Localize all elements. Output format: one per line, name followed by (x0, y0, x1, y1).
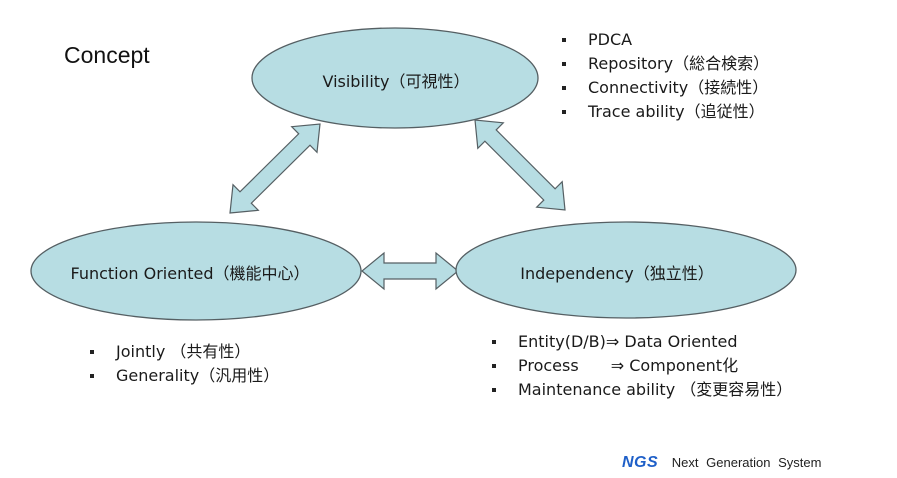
list-item-text: Jointly （共有性） (116, 342, 251, 361)
list-item: Maintenance ability （変更容易性） (488, 378, 792, 402)
bullet-icon (90, 374, 94, 378)
list-item-text: Process ⇒ Component化 (518, 356, 739, 375)
bullet-icon (562, 110, 566, 114)
bullet-icon (562, 38, 566, 42)
list-item: Generality（汎用性） (86, 364, 279, 388)
node-independency-label: Independency（独立性） (520, 264, 714, 283)
list-item: Connectivity（接続性） (558, 76, 769, 100)
bullet-icon (492, 388, 496, 392)
list-item: PDCA (558, 28, 769, 52)
node-function-shape (30, 221, 362, 321)
list-item-text: PDCA (588, 30, 633, 49)
list-item-text: Repository（総合検索） (588, 54, 770, 73)
node-visibility-shape (251, 27, 539, 129)
list-item: Repository（総合検索） (558, 52, 769, 76)
bullet-icon (492, 340, 496, 344)
bullet-icon (562, 86, 566, 90)
footer: NGS Next Generation System (622, 454, 821, 472)
arrow-function-independency (361, 251, 459, 291)
brand-logo: NGS (622, 454, 659, 471)
node-visibility-label: Visibility（可視性） (322, 72, 470, 91)
list-item-text: Maintenance ability （変更容易性） (518, 380, 793, 399)
list-item-text: Entity(D/B)⇒ Data Oriented (518, 332, 738, 351)
independency-points-list: Entity(D/B)⇒ Data Oriented Process ⇒ Com… (488, 330, 792, 402)
arrow-function-visibility (229, 123, 321, 214)
visibility-points-list: PDCA Repository（総合検索） Connectivity（接続性） … (558, 28, 769, 124)
bullet-icon (562, 62, 566, 66)
list-item: Process ⇒ Component化 (488, 354, 792, 378)
bullet-icon (492, 364, 496, 368)
list-item: Jointly （共有性） (86, 340, 279, 364)
list-item: Entity(D/B)⇒ Data Oriented (488, 330, 792, 354)
list-item-text: Connectivity（接続性） (588, 78, 769, 97)
list-item-text: Trace ability（追従性） (588, 102, 765, 121)
node-independency-shape (455, 221, 797, 319)
list-item-text: Generality（汎用性） (116, 366, 280, 385)
node-function-label: Function Oriented（機能中心） (70, 264, 310, 283)
list-item: Trace ability（追従性） (558, 100, 769, 124)
bullet-icon (90, 350, 94, 354)
brand-tagline: Next Generation System (671, 455, 822, 470)
arrow-visibility-independency (474, 119, 566, 211)
function-points-list: Jointly （共有性） Generality（汎用性） (86, 340, 279, 388)
page-title: Concept (64, 42, 150, 68)
